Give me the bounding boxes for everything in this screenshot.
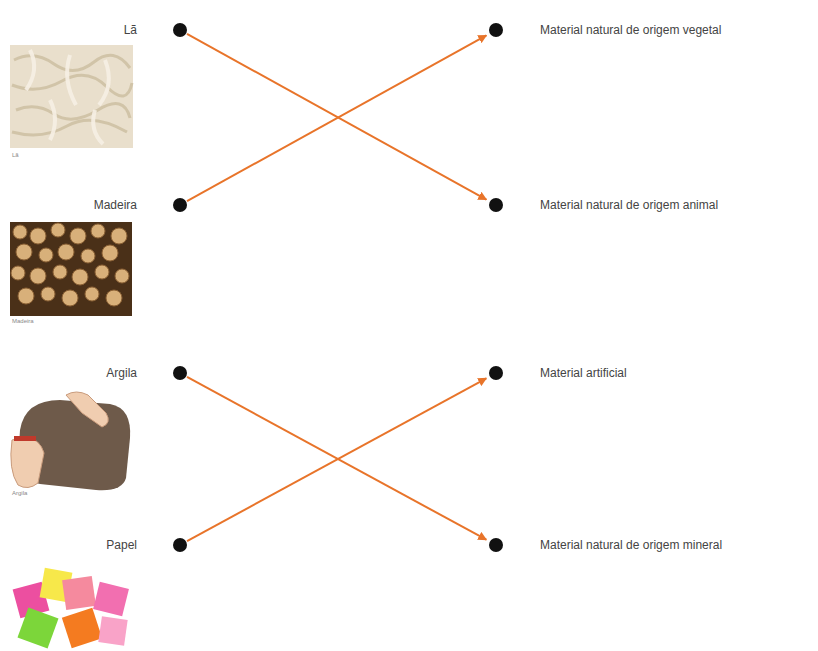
- match-arrow: [187, 378, 486, 541]
- material-name: Argila: [106, 363, 137, 383]
- material-name: Papel: [106, 535, 137, 555]
- connection-dot: [173, 538, 187, 552]
- category-name: Material natural de origem mineral: [540, 535, 722, 555]
- match-arrow: [187, 377, 486, 540]
- connection-dot: [173, 366, 187, 380]
- wood-picture: [10, 222, 132, 316]
- connection-dot: [489, 23, 503, 37]
- match-arrow: [187, 35, 486, 201]
- category-name: Material artificial: [540, 363, 627, 383]
- connection-dot: [489, 366, 503, 380]
- wool-picture: [10, 45, 133, 148]
- connection-dot: [173, 23, 187, 37]
- category-item: Material natural de origem mineral: [489, 535, 814, 555]
- category-name: Material natural de origem animal: [540, 195, 718, 215]
- image-credit: Madeira: [12, 318, 34, 324]
- match-arrow: [187, 34, 486, 200]
- material-name: Madeira: [94, 195, 137, 215]
- category-item: Material natural de origem vegetal: [489, 20, 814, 40]
- category-name: Material natural de origem vegetal: [540, 20, 721, 40]
- material-item: Papel: [0, 535, 190, 555]
- material-name: Lã: [124, 20, 137, 40]
- material-item: Lã: [0, 20, 190, 40]
- category-item: Material natural de origem animal: [489, 195, 814, 215]
- connection-dot: [489, 198, 503, 212]
- category-item: Material artificial: [489, 363, 814, 383]
- clay-picture: [11, 392, 130, 490]
- connection-dot: [489, 538, 503, 552]
- image-credit: Argila: [12, 490, 27, 496]
- material-item: Madeira: [0, 195, 190, 215]
- paper-picture: [13, 568, 129, 649]
- image-credit: Lã: [12, 152, 19, 158]
- material-item: Argila: [0, 363, 190, 383]
- connection-dot: [173, 198, 187, 212]
